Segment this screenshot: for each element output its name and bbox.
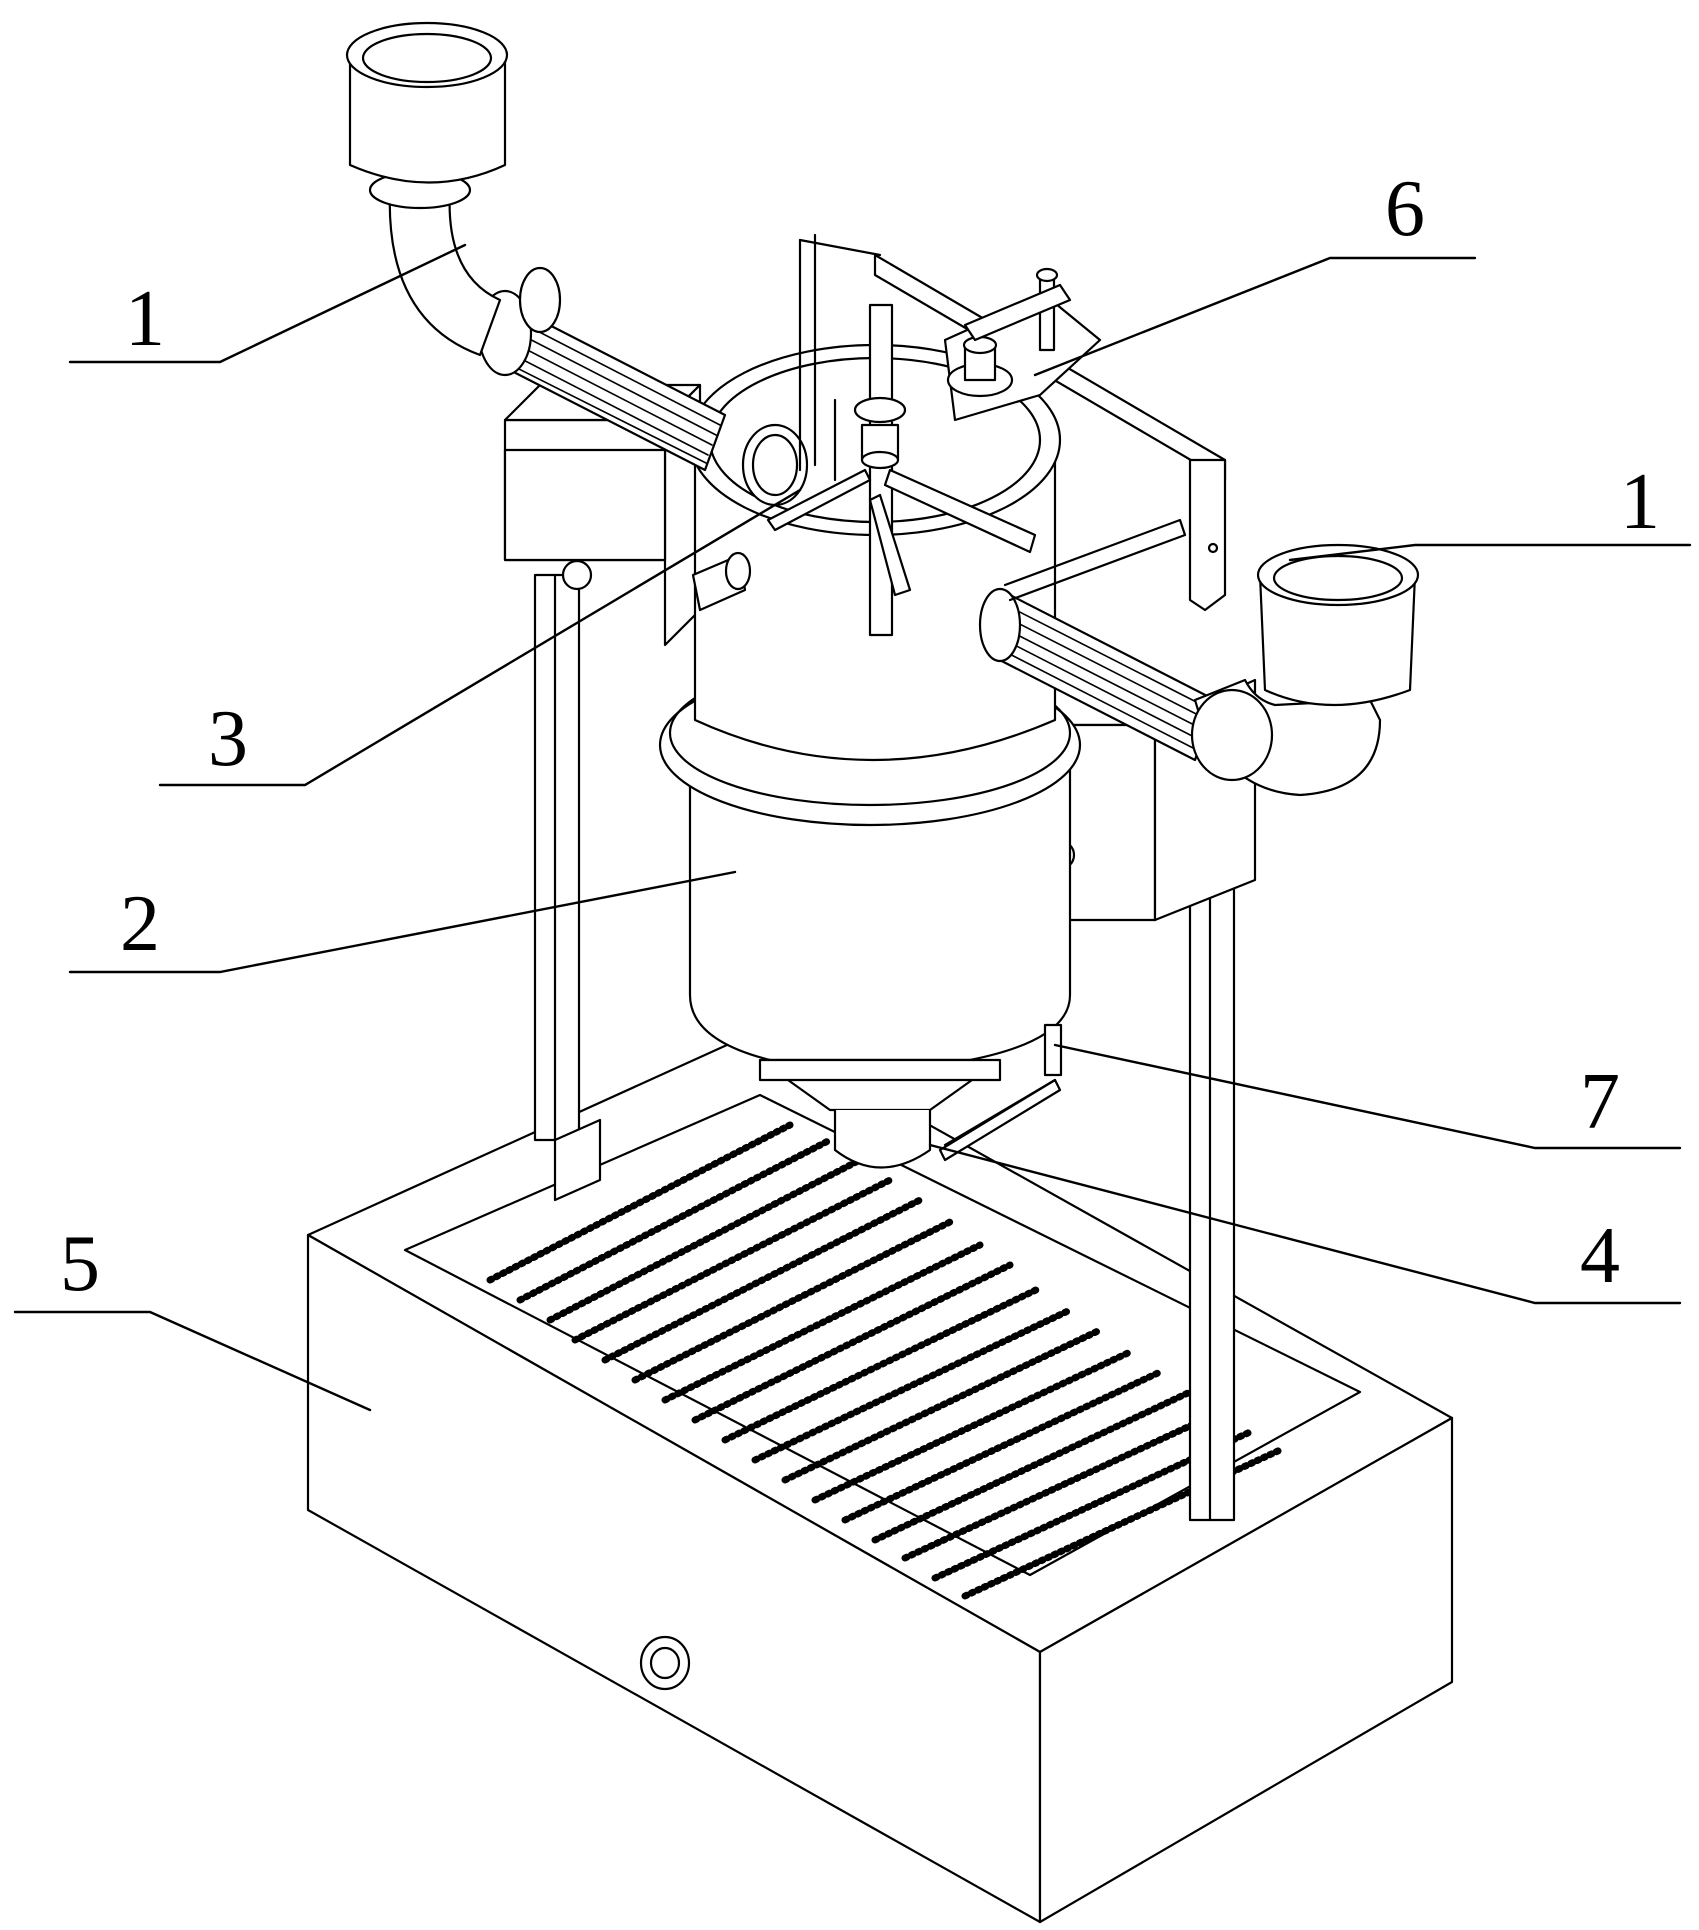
bottom-bracket: [938, 1023, 1063, 1162]
left-hopper: [345, 21, 509, 357]
label-7: 7: [1580, 1058, 1620, 1146]
label-3: 3: [208, 695, 248, 783]
part-labels: 1 1 2 3 4 5 6 7: [60, 165, 1660, 1308]
drain-plug: [639, 1635, 691, 1691]
discharge-outlet: [758, 1058, 1002, 1169]
label-5: 5: [60, 1220, 100, 1308]
leader-lines: [13, 243, 1692, 1412]
right-roller: [978, 587, 1217, 762]
label-1-left: 1: [125, 275, 165, 363]
label-4: 4: [1580, 1212, 1620, 1300]
agitator: [766, 468, 1037, 597]
grate-slots: [486, 1121, 1284, 1600]
label-1-right: 1: [1620, 458, 1660, 546]
left-roller: [477, 266, 727, 472]
drive-gear: [943, 267, 1102, 422]
top-frame: [766, 233, 1227, 637]
base-tank: [306, 1028, 1454, 1924]
right-hopper: [1190, 543, 1420, 797]
label-2: 2: [120, 880, 160, 968]
side-stub: [691, 551, 752, 612]
label-6: 6: [1385, 165, 1425, 253]
